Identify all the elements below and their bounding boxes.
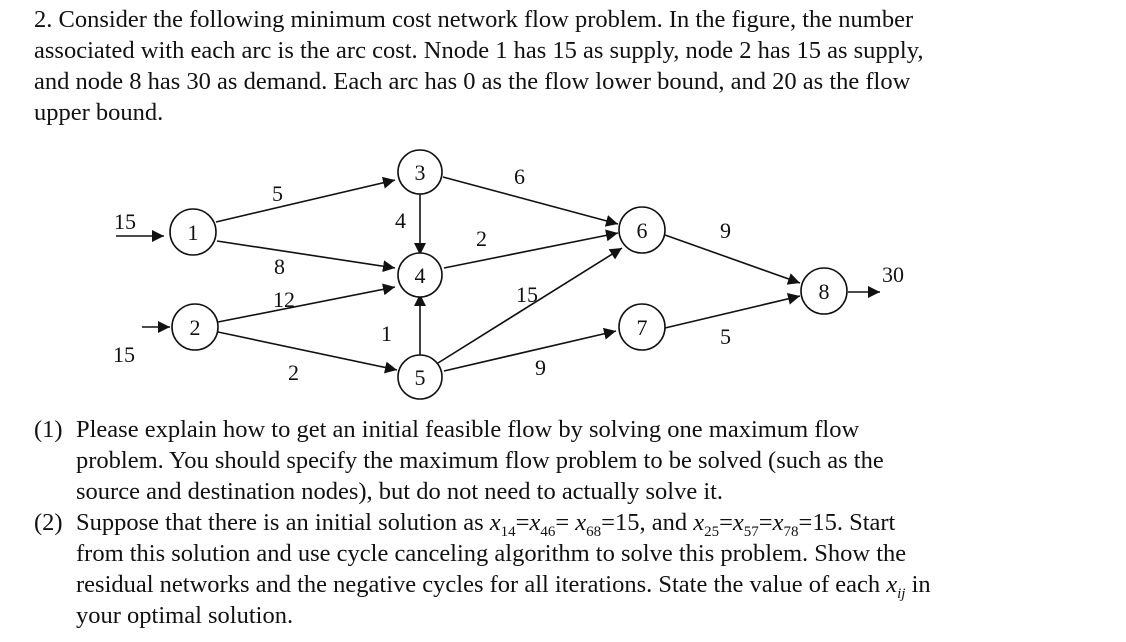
cost-5-6: 15 — [516, 282, 538, 307]
arc-1-4 — [216, 240, 396, 273]
problem-line-4: upper bound. — [34, 99, 164, 126]
cost-5-4: 1 — [381, 321, 392, 346]
cost-3-6: 6 — [514, 164, 525, 189]
node-1: 1 — [169, 208, 217, 256]
question-2-line-3: residual networks and the negative cycle… — [76, 569, 1114, 602]
question-1: (1) Please explain how to get an initial… — [34, 414, 1114, 507]
problem-line-2: associated with each arc is the arc cost… — [34, 37, 924, 64]
cost-2-5: 2 — [288, 360, 299, 385]
q2-line1-prefix: Suppose that there is an initial solutio… — [76, 509, 490, 536]
arc-4-6 — [443, 229, 619, 269]
q2-line3-suffix: in — [905, 571, 931, 598]
question-2-line-4: your optimal solution. — [76, 602, 294, 629]
node-5: 5 — [397, 354, 443, 400]
var-xij: xij — [886, 571, 906, 602]
question-1-number: (1) — [34, 416, 63, 443]
problem-line-3: and node 8 has 30 as demand. Each arc ha… — [34, 68, 911, 95]
question-2-line-2: from this solution and use cycle canceli… — [76, 540, 907, 567]
cost-1-4: 8 — [274, 254, 285, 279]
node-4: 4 — [397, 252, 443, 298]
problem-statement: 2. Consider the following minimum cost n… — [34, 4, 1114, 128]
question-1-line-1: Please explain how to get an initial fea… — [76, 416, 860, 443]
cost-2-4: 12 — [273, 287, 295, 312]
demand-label-8: 30 — [882, 262, 904, 287]
cost-4-6: 2 — [476, 226, 487, 251]
question-2-number: (2) — [34, 509, 63, 536]
cost-6-8: 9 — [720, 218, 731, 243]
var-x14: x14 — [489, 509, 516, 540]
var-x25: x25 — [693, 509, 720, 540]
node-8-label: 8 — [819, 279, 830, 304]
arc-3-6 — [442, 176, 619, 227]
node-3-label: 3 — [415, 160, 426, 185]
question-2: (2) Suppose that there is an initial sol… — [34, 507, 1114, 631]
cost-1-3: 5 — [272, 181, 283, 206]
node-1-label: 1 — [188, 220, 199, 245]
arc-2-5 — [217, 331, 398, 374]
var-x46: x46 — [529, 509, 556, 540]
node-6-label: 6 — [637, 218, 648, 243]
cost-7-8: 5 — [720, 324, 731, 349]
node-5-label: 5 — [415, 365, 426, 390]
var-x78: x78 — [772, 509, 799, 540]
cost-3-4: 4 — [395, 208, 406, 233]
arc-2-4 — [217, 283, 396, 323]
problem-line-1: 2. Consider the following minimum cost n… — [34, 6, 914, 33]
cost-5-7: 9 — [535, 355, 546, 380]
node-2-label: 2 — [190, 315, 201, 340]
node-2: 2 — [171, 303, 219, 351]
var-x68: x68 — [575, 509, 602, 540]
node-7-label: 7 — [637, 315, 648, 340]
question-1-line-2: problem. You should specify the maximum … — [76, 447, 884, 474]
question-1-line-3: source and destination nodes), but do no… — [76, 478, 724, 505]
network-diagram: 1 2 3 4 5 6 7 8 5 8 12 2 4 1 6 2 15 9 9 … — [113, 149, 904, 400]
node-4-label: 4 — [415, 263, 426, 288]
arc-1-3 — [215, 176, 396, 223]
arc-5-6 — [437, 247, 623, 364]
supply-label-2: 15 — [113, 342, 135, 367]
supply-label-1: 15 — [114, 209, 136, 234]
node-8: 8 — [800, 267, 848, 315]
question-2-line-1: Suppose that there is an initial solutio… — [76, 509, 896, 540]
arc-6-8 — [664, 234, 801, 285]
node-6: 6 — [618, 206, 666, 254]
var-x57: x57 — [732, 509, 759, 540]
node-7: 7 — [618, 303, 666, 351]
node-3: 3 — [397, 149, 443, 195]
questions: (1) Please explain how to get an initial… — [34, 414, 1114, 631]
arc-7-8 — [664, 292, 801, 329]
q2-line3-prefix: residual networks and the negative cycle… — [76, 571, 887, 598]
arc-5-7 — [443, 327, 617, 372]
